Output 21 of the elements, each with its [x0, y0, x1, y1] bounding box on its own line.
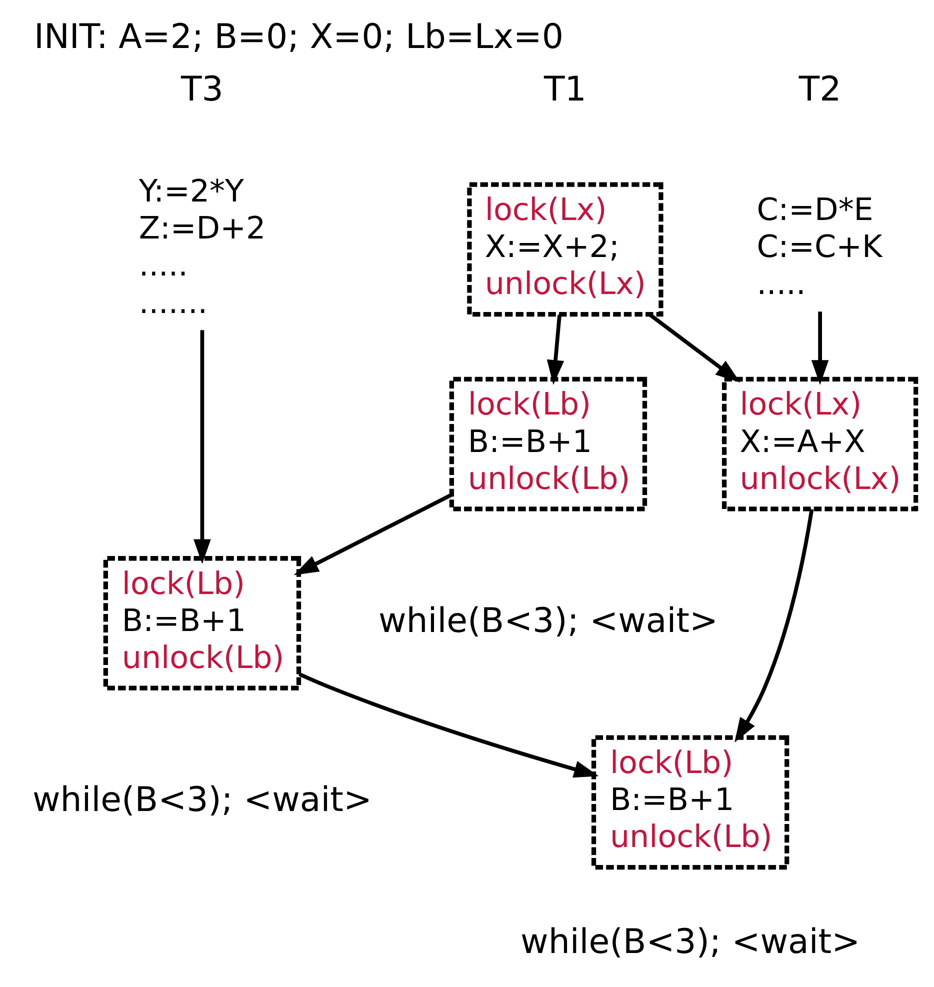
node-box: lock(Lx) X:=A+X unlock(Lx)	[721, 376, 918, 512]
node-box: lock(Lb) B:=B+1 unlock(Lb)	[448, 376, 647, 512]
diagram-title: INIT: A=2; B=0; X=0; Lb=Lx=0	[33, 17, 564, 58]
arrow	[734, 509, 814, 742]
node-box: lock(Lb) B:=B+1 unlock(Lb)	[590, 735, 789, 870]
label: T3	[180, 70, 223, 110]
arrow	[648, 313, 740, 383]
node-box: lock(Lx) X:=X+2; unlock(Lx)	[466, 182, 663, 317]
arrow	[810, 312, 828, 385]
node-text: Y:=2*Y Z:=D+2 ..... .......	[138, 174, 266, 321]
label: T1	[544, 70, 586, 110]
node-text: C:=D*E C:=C+K .....	[756, 192, 882, 302]
node-box: lock(Lb) B:=B+1 unlock(Lb)	[102, 556, 301, 690]
arrow	[293, 493, 452, 576]
label: while(B<3); <wait>	[520, 922, 860, 962]
label: while(B<3); <wait>	[32, 780, 372, 820]
arrow	[546, 314, 564, 385]
label: while(B<3); <wait>	[378, 600, 718, 641]
arrow	[298, 672, 598, 778]
label: T2	[798, 70, 841, 110]
arrow	[193, 330, 210, 564]
